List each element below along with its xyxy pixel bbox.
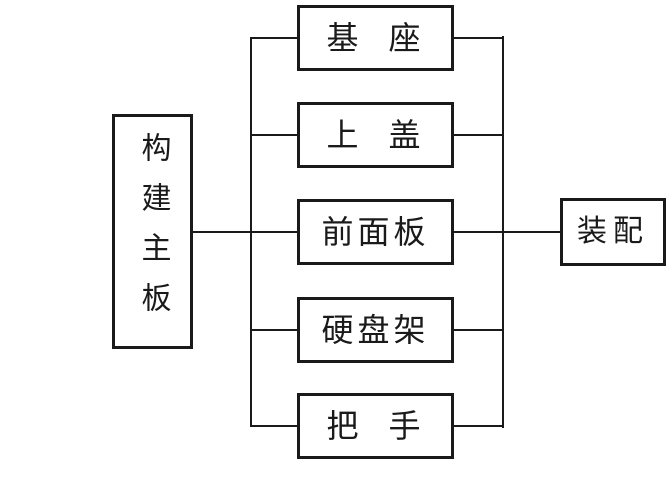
connector-right-hdd-bracket [451, 329, 504, 331]
connector-root-to-trunk [190, 231, 300, 233]
node-front-panel-label: 前面板 [321, 214, 430, 250]
connector-left-top-cover [250, 134, 300, 136]
connector-right-handle [451, 425, 504, 427]
connector-right-top-cover [451, 134, 504, 136]
connector-left-hdd-bracket [250, 329, 300, 331]
connector-left-handle [250, 425, 300, 427]
connector-left-base [250, 37, 300, 39]
node-front-panel: 前面板 [297, 199, 454, 265]
node-top-cover-label: 上 盖 [326, 117, 425, 153]
node-assembly: 装配 [560, 198, 666, 266]
node-top-cover: 上 盖 [297, 102, 454, 168]
node-hdd-bracket-label: 硬盘架 [321, 312, 430, 348]
connector-left-front-panel [250, 231, 300, 233]
connector-right-base [451, 37, 504, 39]
node-hdd-bracket: 硬盘架 [297, 297, 454, 363]
node-build-mainboard-label: 构建主板 [136, 131, 170, 332]
node-build-mainboard: 构建主板 [112, 114, 193, 349]
node-assembly-label: 装配 [577, 215, 649, 248]
node-handle-label: 把 手 [326, 408, 425, 444]
node-base-label: 基 座 [326, 20, 425, 56]
connector-trunk-to-assembly [451, 231, 563, 233]
node-handle: 把 手 [297, 393, 454, 459]
node-base: 基 座 [297, 5, 454, 71]
